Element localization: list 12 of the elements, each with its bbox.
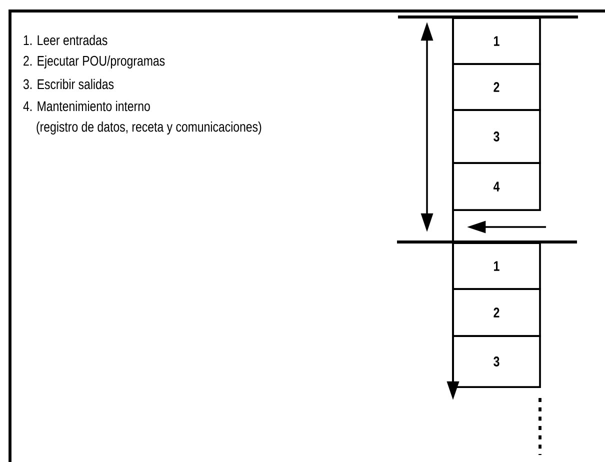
list-item: (registro de datos, receta y comunicaciones) — [36, 121, 262, 135]
list-item: 4. Mantenimiento interno — [23, 100, 150, 112]
step-box: 2 — [452, 288, 541, 337]
list-item: 3. Escribir salidas — [23, 78, 114, 90]
step-box: 1 — [452, 17, 541, 65]
list-item: 1. Leer entradas — [24, 34, 108, 46]
step-box: 1 — [452, 242, 541, 290]
step-box: 3 — [452, 335, 541, 388]
step-box: 2 — [452, 63, 541, 111]
step-box: 4 — [452, 162, 541, 211]
list-item: 2. Ejecutar POU/programas — [24, 55, 165, 69]
step-box: 3 — [452, 109, 541, 164]
